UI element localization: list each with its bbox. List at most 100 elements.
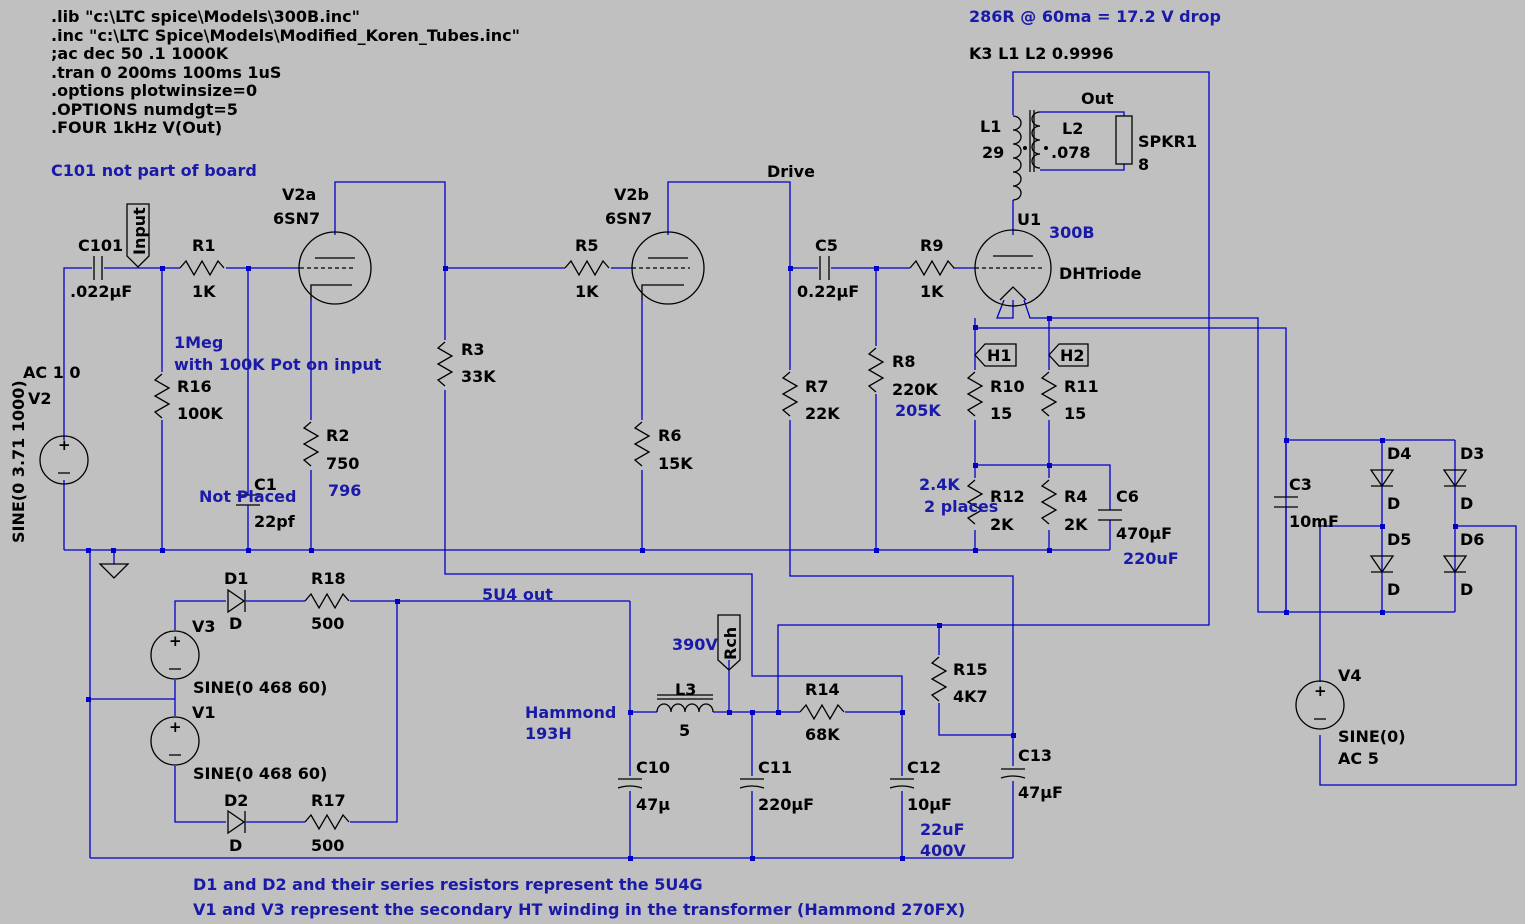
c101-value: .022µF (70, 282, 132, 301)
v2b-model: 6SN7 (605, 209, 652, 228)
spice-directives[interactable]: .lib "c:\LTC spice\Models\300B.inc" .inc… (51, 7, 520, 137)
note-r2-alt: 796 (328, 481, 361, 500)
r12-value: 2K (990, 515, 1014, 534)
net-label-drive[interactable]: Drive (767, 162, 815, 181)
d5-diode[interactable] (1369, 555, 1395, 574)
c3-capacitor[interactable] (1274, 496, 1298, 508)
spkr1-load[interactable] (1115, 115, 1133, 165)
coupling-directive[interactable]: K3 L1 L2 0.9996 (969, 44, 1114, 63)
net-label-h1[interactable]: H1 (987, 346, 1012, 365)
r6-resistor[interactable] (634, 421, 650, 467)
v4-sine: SINE(0) (1338, 727, 1406, 746)
r2-value: 750 (326, 454, 359, 473)
d6-diode[interactable] (1442, 555, 1468, 574)
c6-capacitor[interactable] (1098, 509, 1122, 521)
directive-line: .options plotwinsize=0 (51, 81, 257, 100)
d2-model: D (229, 836, 242, 855)
v2b-name: V2b (614, 185, 649, 204)
r5-resistor[interactable] (564, 260, 610, 276)
net-label-5u4-out[interactable]: 5U4 out (482, 585, 553, 604)
directive-line: ;ac dec 50 .1 1000K (51, 44, 229, 63)
c1-name: C1 (254, 475, 277, 494)
r17-resistor[interactable] (304, 814, 350, 830)
r9-resistor[interactable] (909, 260, 955, 276)
r11-resistor[interactable] (1041, 371, 1057, 417)
r2-resistor[interactable] (303, 421, 319, 467)
svg-text:+: + (169, 718, 182, 736)
c6-value: 470µF (1116, 524, 1172, 543)
v2b-tube[interactable] (631, 231, 705, 305)
output-transformer[interactable] (1012, 110, 1048, 201)
wires (63, 71, 1517, 859)
d3-diode[interactable] (1442, 469, 1468, 488)
net-label-rch[interactable]: Rch (721, 627, 740, 660)
v2a-model: 6SN7 (273, 209, 320, 228)
r10-value: 15 (990, 404, 1012, 423)
r8-resistor[interactable] (868, 347, 884, 393)
d6-name: D6 (1460, 530, 1484, 549)
r10-resistor[interactable] (967, 371, 983, 417)
v2-source[interactable]: + (39, 435, 89, 485)
v4-source[interactable]: + (1295, 680, 1345, 730)
net-label-input[interactable]: Input (130, 207, 149, 255)
h1-net-flag[interactable] (974, 343, 1017, 367)
r11-value: 15 (1064, 404, 1086, 423)
c11-capacitor[interactable] (739, 778, 765, 789)
d1-diode[interactable] (227, 588, 246, 614)
net-label-out[interactable]: Out (1081, 89, 1114, 108)
r16-value: 100K (177, 404, 223, 423)
note-r16-a: 1Meg (174, 333, 223, 352)
r3-value: 33K (461, 367, 496, 386)
note-drop: 286R @ 60ma = 17.2 V drop (969, 7, 1221, 26)
note-c12-a: 22uF (920, 820, 965, 839)
r10-name: R10 (990, 377, 1025, 396)
note-hammond-b: 193H (525, 724, 572, 743)
rch-net-flag[interactable] (717, 614, 741, 671)
c101-capacitor[interactable] (93, 256, 103, 280)
r18-resistor[interactable] (304, 593, 350, 609)
l3-inductor[interactable] (656, 694, 714, 713)
r7-value: 22K (805, 404, 840, 423)
v3-sine: SINE(0 468 60) (193, 678, 327, 697)
v2a-tube[interactable] (298, 231, 372, 305)
c12-value: 10µF (907, 795, 952, 814)
r16-resistor[interactable] (154, 373, 170, 419)
note-bottom-1: D1 and D2 and their series resistors rep… (193, 875, 703, 894)
r7-resistor[interactable] (782, 371, 798, 417)
c10-capacitor[interactable] (617, 778, 643, 789)
r4-resistor[interactable] (1041, 479, 1057, 525)
c1-value: 22pf (254, 512, 296, 531)
c12-capacitor[interactable] (889, 778, 915, 789)
d6-model: D (1460, 580, 1473, 599)
d5-name: D5 (1387, 530, 1411, 549)
net-label-h2[interactable]: H2 (1060, 346, 1085, 365)
c1-capacitor[interactable] (236, 494, 260, 506)
r15-resistor[interactable] (931, 656, 947, 702)
v3-source[interactable]: + (150, 630, 200, 680)
r14-value: 68K (805, 725, 840, 744)
r1-resistor[interactable] (179, 260, 225, 276)
r18-name: R18 (311, 569, 346, 588)
u1-300b-tube[interactable] (974, 229, 1052, 307)
l2-name: L2 (1062, 119, 1083, 138)
l1-name: L1 (980, 117, 1001, 136)
h2-net-flag[interactable] (1048, 343, 1089, 367)
r17-value: 500 (311, 836, 344, 855)
note-r12-b: 2 places (924, 497, 998, 516)
input-net-flag[interactable] (126, 203, 150, 268)
d2-diode[interactable] (227, 809, 246, 835)
d4-diode[interactable] (1369, 469, 1395, 488)
c5-capacitor[interactable] (819, 256, 830, 280)
r3-resistor[interactable] (437, 341, 453, 387)
note-c6-alt: 220uF (1123, 549, 1179, 568)
r12-name: R12 (990, 487, 1025, 506)
note-r8-alt: 205K (895, 401, 941, 420)
r5-name: R5 (575, 236, 598, 255)
c3-name: C3 (1289, 475, 1312, 494)
r14-resistor[interactable] (799, 704, 845, 720)
c13-capacitor[interactable] (1000, 768, 1026, 779)
u1-type: DHTriode (1059, 264, 1142, 283)
svg-text:+: + (58, 436, 71, 454)
r6-value: 15K (658, 454, 693, 473)
v1-source[interactable]: + (150, 716, 200, 766)
